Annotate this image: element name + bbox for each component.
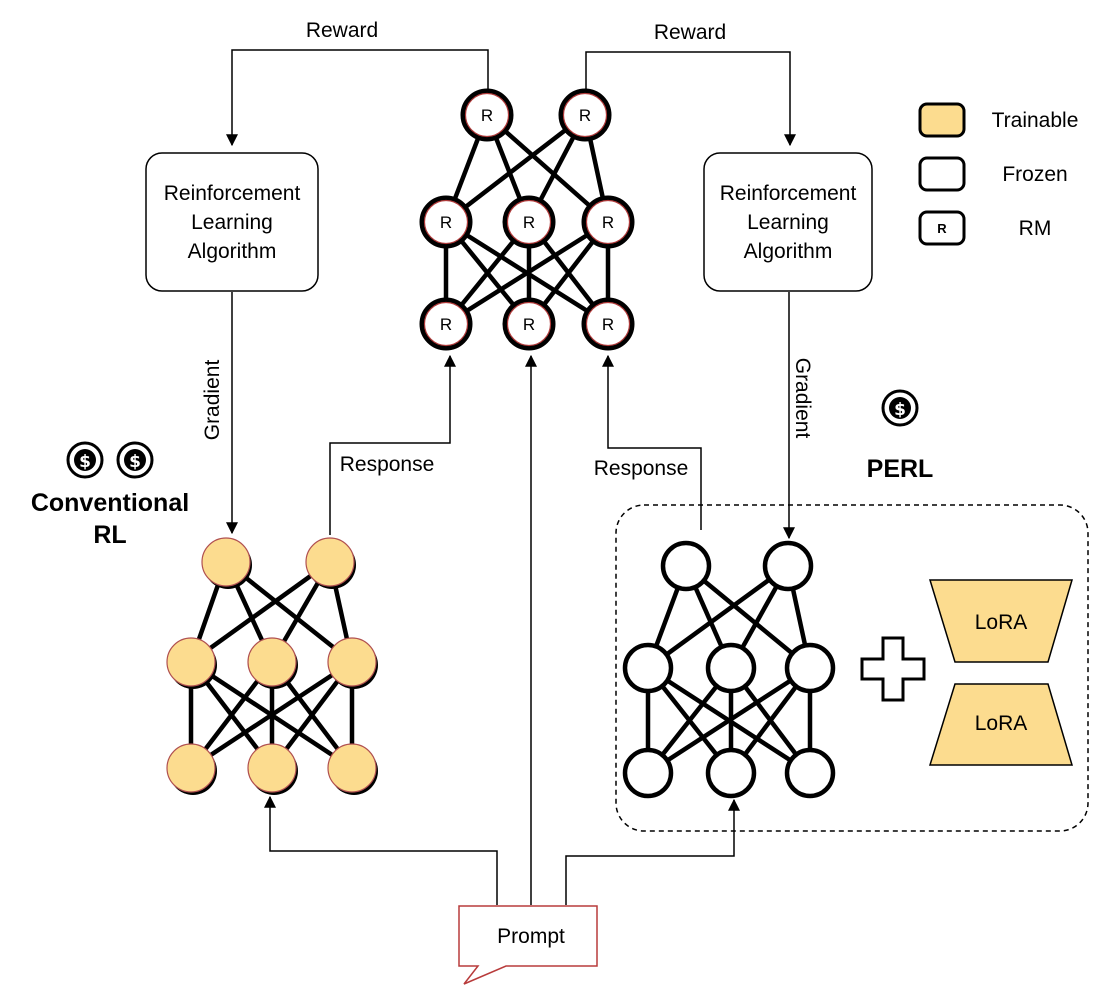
rl-algorithm-box-left: Reinforcement Learning Algorithm — [145, 152, 319, 292]
trainable-node — [201, 537, 252, 589]
trainable-node — [166, 637, 217, 689]
prompt-to-conventional-arrow — [264, 795, 498, 905]
conventional-rl-title-line-1: Conventional — [31, 489, 189, 517]
conventional-dollar-icons: $ $ — [66, 441, 154, 479]
reward-model-network: R R R R R R R R — [419, 88, 635, 351]
rl-algorithm-box-right: Reinforcement Learning Algorithm — [703, 152, 873, 292]
legend-rm-glyph: R — [937, 221, 947, 236]
response-left-label: Response — [340, 453, 435, 476]
network-edge — [444, 113, 587, 224]
rm-node-label: R — [602, 315, 614, 334]
perl-title: PERL — [867, 455, 934, 483]
rm-node: R — [581, 297, 635, 351]
trainable-node — [247, 743, 298, 795]
network-edge — [444, 220, 610, 326]
rm-node: R — [419, 195, 473, 249]
network-edge — [646, 666, 812, 775]
plus-icon — [860, 636, 926, 702]
rm-node: R — [581, 195, 635, 249]
dollar-glyph: $ — [79, 452, 91, 472]
reward-right-label: Reward — [654, 21, 726, 44]
rm-node: R — [502, 297, 556, 351]
response-right-arrow — [602, 354, 702, 530]
rm-node-label: R — [481, 106, 493, 125]
lora-bottom-label: LoRA — [975, 712, 1028, 735]
legend-rm-label: RM — [1019, 217, 1052, 240]
rm-node-label: R — [523, 315, 535, 334]
prompt-label: Prompt — [497, 925, 565, 948]
trainable-node — [327, 637, 378, 689]
network-nodes — [166, 537, 378, 795]
rl-algo-right-line-3: Algorithm — [744, 240, 833, 263]
reward-left-label: Reward — [306, 19, 378, 42]
rm-node: R — [460, 88, 514, 142]
rm-node: R — [419, 297, 473, 351]
network-edge — [684, 564, 812, 670]
rl-algo-right-line-2: Learning — [747, 211, 829, 234]
response-left-arrow — [329, 354, 456, 535]
dollar-glyph: $ — [129, 452, 141, 472]
rm-node: R — [558, 88, 612, 142]
frozen-node — [762, 540, 814, 592]
lora-top-label: LoRA — [975, 611, 1028, 634]
frozen-node — [660, 540, 712, 592]
rm-node-label: R — [579, 106, 591, 125]
connectors — [226, 49, 796, 905]
legend-trainable-swatch — [918, 102, 966, 138]
trainable-node — [166, 743, 217, 795]
frozen-node — [784, 747, 836, 799]
frozen-node — [705, 747, 757, 799]
rm-node-label: R — [440, 315, 452, 334]
perl-dollar-icon: $ — [881, 389, 919, 427]
prompt-to-perl-arrow — [565, 798, 740, 905]
conventional-rl-title-line-2: RL — [93, 521, 126, 549]
rl-algo-right-line-1: Reinforcement — [720, 182, 857, 205]
rm-node-label: R — [602, 213, 614, 232]
frozen-node — [784, 642, 836, 694]
response-right-label: Response — [594, 457, 689, 480]
rl-algo-left-line-1: Reinforcement — [164, 182, 301, 205]
legend-rm-swatch — [918, 210, 966, 246]
trainable-node — [327, 743, 378, 795]
rl-algo-left-line-2: Learning — [191, 211, 273, 234]
rl-algo-left-line-3: Algorithm — [188, 240, 277, 263]
rm-node-label: R — [440, 213, 452, 232]
trainable-node — [247, 637, 298, 689]
perl-network — [622, 540, 836, 799]
gradient-right-label: Gradient — [791, 358, 814, 439]
network-edge — [189, 560, 332, 664]
network-nodes: R R R R R R R R — [419, 88, 635, 351]
frozen-node — [705, 642, 757, 694]
lora-block-top: LoRA — [928, 579, 1074, 663]
prompt-callout: Prompt — [458, 905, 598, 985]
legend-trainable-label: Trainable — [992, 109, 1079, 132]
network-nodes — [622, 540, 836, 799]
reward-left-arrow — [226, 49, 489, 147]
network-edge — [485, 113, 610, 224]
legend-frozen-swatch — [918, 156, 966, 192]
dollar-glyph: $ — [894, 400, 906, 420]
conventional-rl-network — [166, 537, 378, 795]
frozen-node — [622, 747, 674, 799]
network-edge — [646, 564, 790, 670]
perl-container — [615, 504, 1089, 832]
rm-node: R — [502, 195, 556, 249]
reward-right-arrow — [585, 51, 796, 147]
rm-node-label: R — [523, 213, 535, 232]
legend-frozen-label: Frozen — [1002, 163, 1067, 186]
legend: Trainable Frozen R RM — [918, 102, 1079, 246]
gradient-left-label: Gradient — [201, 360, 224, 441]
dollar-icon: $ — [66, 441, 104, 479]
frozen-node — [622, 642, 674, 694]
network-edge — [189, 660, 354, 770]
lora-block-bottom: LoRA — [928, 683, 1074, 766]
trainable-node — [305, 537, 356, 589]
dollar-icon: $ — [116, 441, 154, 479]
